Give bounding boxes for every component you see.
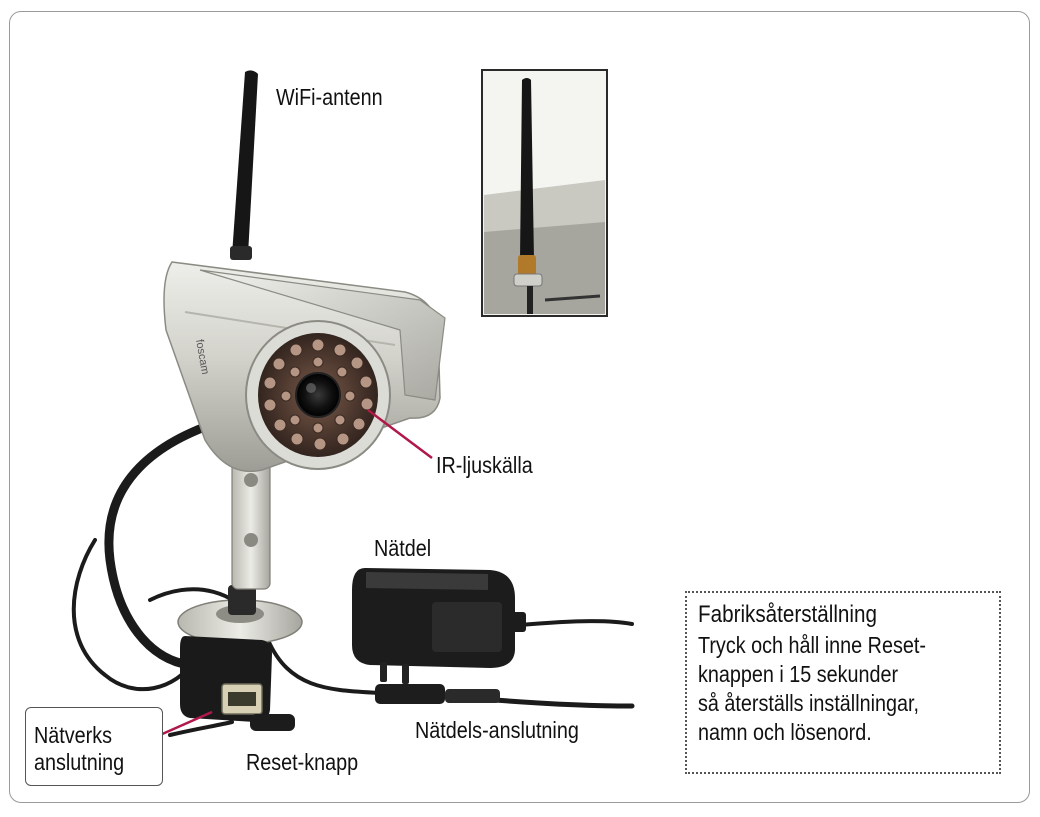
cables (71, 415, 635, 737)
note-line: knappen i 15 sekunder (698, 661, 899, 687)
network-leader-line (159, 710, 213, 737)
leader-lines (159, 409, 433, 737)
reset-plug (250, 714, 295, 731)
note-line: namn och lösenord. (698, 719, 872, 745)
label-reset-button: Reset-knapp (246, 749, 359, 775)
ir-led-ring (263, 338, 374, 451)
network-connector (180, 636, 272, 722)
label-wifi-antenna: WiFi-antenn (276, 84, 383, 110)
label-ir-light: IR-ljuskälla (436, 452, 533, 478)
power-connector (375, 684, 500, 704)
mount-base (177, 454, 303, 645)
label-power-supply: Nätdel (374, 535, 432, 561)
ir-leader-line (367, 409, 433, 459)
lens-icon (295, 372, 341, 418)
wifi-antenna-icon (230, 70, 258, 260)
note-title: Fabriksåterställning (698, 601, 877, 628)
label-network-line1: Nätverks (34, 722, 113, 748)
label-network-connection: Nätverks anslutning (25, 707, 163, 786)
power-adapter (352, 568, 526, 684)
label-power-connector: Nätdels-anslutning (415, 717, 579, 743)
camera-front (245, 320, 391, 470)
label-network-line2: anslutning (34, 749, 125, 775)
note-line: så återställs inställningar, (698, 690, 919, 716)
note-line: Tryck och håll inne Reset- (698, 632, 926, 658)
antenna-inset-photo (481, 69, 608, 317)
factory-reset-note: Fabriksåterställning Tryck och håll inne… (685, 591, 1001, 774)
